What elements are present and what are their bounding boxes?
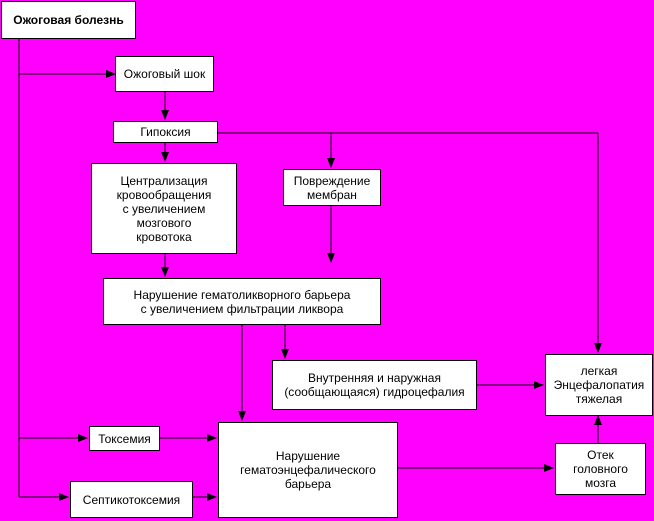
node-encephalopathy: легкая Энцефалопатия тяжелая xyxy=(545,354,653,416)
node-hypoxia: Гипоксия xyxy=(113,121,218,143)
node-liquor-barrier: Нарушение гематоликворного барьера с уве… xyxy=(103,278,381,325)
node-hydrocephalus: Внутренняя и наружная (сообщающаяся) гид… xyxy=(272,360,477,410)
node-membrane-damage: Повреждение мембран xyxy=(283,169,381,206)
node-septicotoxemia: Септикотоксемия xyxy=(70,481,193,518)
node-brain-edema: Отек головного мозга xyxy=(555,443,646,495)
node-burn-disease: Ожоговая болезнь xyxy=(1,1,136,39)
node-burn-shock: Ожоговый шок xyxy=(115,56,214,92)
arrow-hypoxia-membrane xyxy=(218,132,598,167)
node-brain-barrier: Нарушение гематоэнцефалического барьера xyxy=(218,422,398,518)
node-centralization: Централизация кровообращения с увеличени… xyxy=(91,163,237,254)
node-toxemia: Токсемия xyxy=(89,426,160,451)
